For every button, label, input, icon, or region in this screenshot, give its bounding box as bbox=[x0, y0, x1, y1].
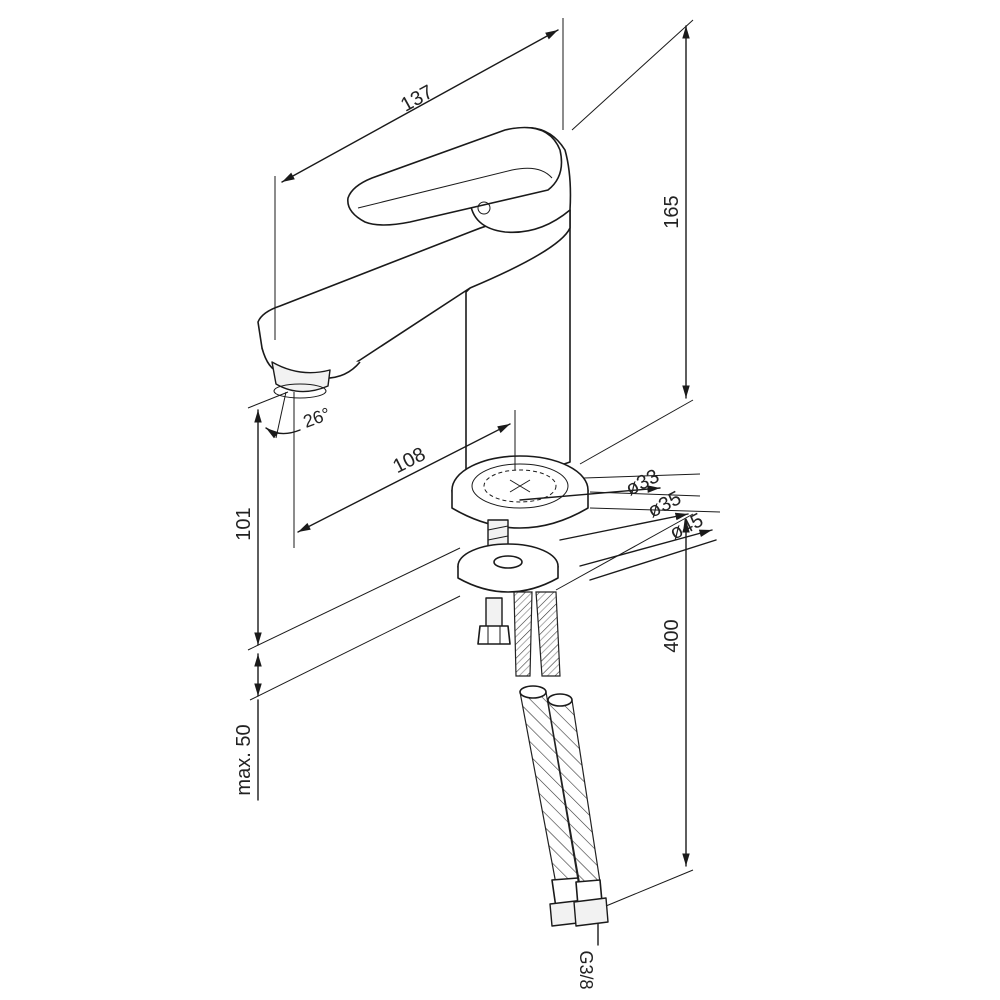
aerator bbox=[271, 361, 331, 393]
dimension-label-108: 108 bbox=[389, 443, 429, 478]
mounting-nut bbox=[477, 597, 511, 645]
dimension-hose-length: 400 bbox=[555, 513, 694, 907]
dimension-deck-thickness: max. 50 bbox=[233, 595, 461, 801]
dimension-label-d35: ø35 bbox=[644, 487, 685, 522]
dimension-label-400: 400 bbox=[661, 619, 683, 652]
dimension-aerator-angle: 26° bbox=[265, 391, 333, 439]
dimension-spout-height: 101 bbox=[233, 391, 461, 651]
dimension-label-26: 26° bbox=[301, 404, 333, 432]
connection-thread-label: G3/8 bbox=[576, 950, 596, 989]
dimension-total-height: 165 bbox=[571, 19, 694, 465]
hose-right bbox=[535, 591, 609, 927]
mounting-washer bbox=[457, 543, 559, 593]
hose-left bbox=[513, 591, 587, 927]
dimension-label-165: 165 bbox=[661, 195, 683, 228]
dimension-label-max50: max. 50 bbox=[233, 724, 255, 795]
dimension-label-137: 137 bbox=[397, 81, 437, 116]
dimension-label-101: 101 bbox=[233, 507, 255, 540]
dimension-label-d33: ø33 bbox=[622, 465, 663, 500]
